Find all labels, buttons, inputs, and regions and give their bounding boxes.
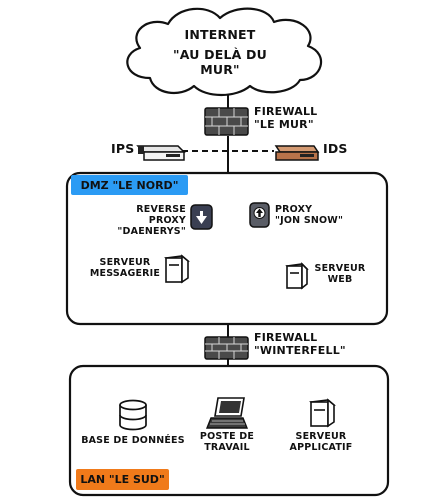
reverse-proxy-title: REVERSE PROXY (136, 204, 186, 226)
web-server-icon (285, 262, 309, 290)
app-server-icon (309, 398, 336, 428)
ips-device-icon (136, 145, 186, 161)
workstation-label: POSTE DE TRAVAIL (192, 431, 262, 454)
workstation-title: POSTE DE (199, 431, 255, 442)
dmz-zone-tag: DMZ "LE NORD" (71, 175, 188, 195)
internet-subtitle: "AU DELÀ DU MUR" (173, 47, 267, 77)
web-server-title: SERVEUR (314, 263, 366, 274)
mail-server-subtitle: MESSAGERIE (89, 267, 161, 279)
mail-server-icon (164, 254, 190, 284)
proxy-label: PROXY "JON SNOW" (275, 204, 344, 227)
proxy-title: PROXY (275, 204, 313, 215)
laptop-icon (205, 397, 249, 429)
internet-label: INTERNET "AU DELÀ DU MUR" (160, 27, 280, 77)
dmz-zone (65, 171, 389, 326)
app-server-subtitle: APPLICATIF (289, 441, 353, 453)
internet-title: INTERNET (184, 27, 256, 42)
database-label: BASE DE DONNÉES (81, 435, 185, 446)
ips-label: IPS (111, 141, 135, 156)
app-server-label: SERVEUR APPLICATIF (282, 431, 360, 454)
lan-zone-tag: LAN "LE SUD" (76, 469, 169, 490)
mail-server-label: SERVEUR MESSAGERIE (88, 257, 162, 280)
firewall-top-title: FIREWALL (254, 105, 318, 118)
database-icon (119, 399, 147, 431)
ids-label: IDS (323, 141, 348, 156)
web-server-label: SERVEUR WEB (312, 263, 368, 286)
reverse-proxy-icon (190, 204, 213, 230)
reverse-proxy-label: REVERSE PROXY "DAENERYS" (100, 204, 186, 238)
mail-server-title: SERVEUR (99, 257, 151, 268)
workstation-subtitle: TRAVAIL (204, 441, 250, 453)
lan-zone (68, 364, 390, 497)
firewall-bottom-label: FIREWALL "WINTERFELL" (254, 331, 346, 357)
app-server-title: SERVEUR (295, 431, 347, 442)
firewall-top-subtitle: "LE MUR" (254, 117, 314, 131)
internet-cloud (126, 7, 323, 96)
reverse-proxy-subtitle: "DAENERYS" (117, 225, 186, 237)
proxy-icon (249, 202, 270, 228)
firewall-bottom-title: FIREWALL (254, 331, 318, 344)
firewall-top-label: FIREWALL "LE MUR" (254, 105, 318, 131)
firewall-bottom-icon (204, 336, 249, 360)
ids-device-icon (274, 145, 320, 161)
firewall-top-icon (204, 107, 249, 136)
proxy-subtitle: "JON SNOW" (275, 214, 344, 226)
firewall-bottom-subtitle: "WINTERFELL" (254, 343, 346, 357)
web-server-subtitle: WEB (327, 273, 353, 285)
